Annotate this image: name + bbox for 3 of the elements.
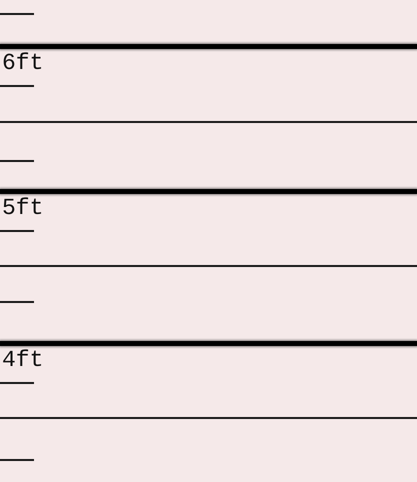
height-label: 4ft xyxy=(2,349,44,372)
height-label: 5ft xyxy=(2,197,44,220)
height-label: 6ft xyxy=(2,52,44,75)
